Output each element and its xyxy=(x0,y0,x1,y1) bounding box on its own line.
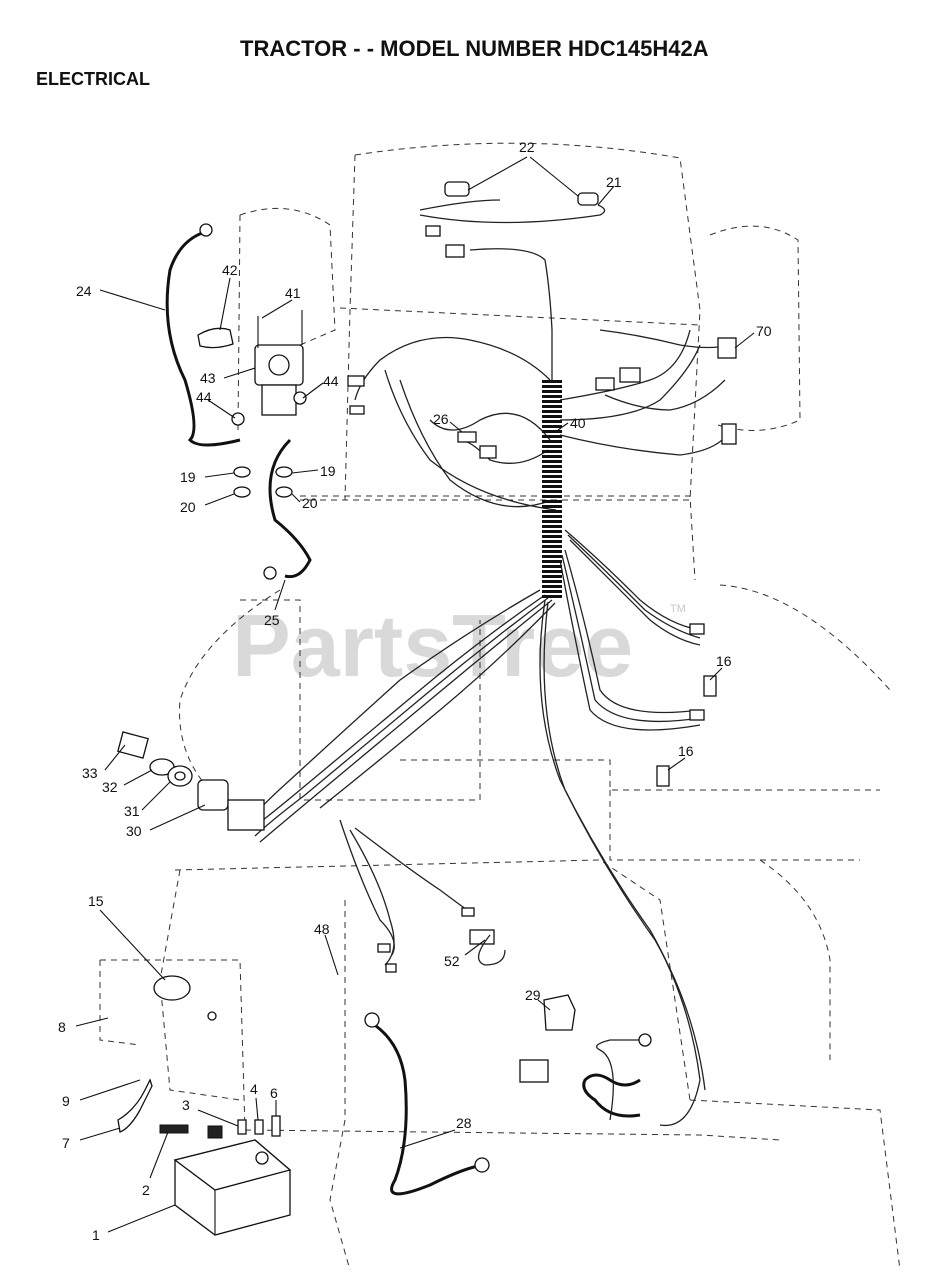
callout-42: 42 xyxy=(222,262,238,278)
callout-33: 33 xyxy=(82,765,98,781)
callout-41: 41 xyxy=(285,285,301,301)
wiring-harness xyxy=(244,199,731,1127)
ignition-switch xyxy=(117,731,265,831)
page-title: TRACTOR - - MODEL NUMBER HDC145H42A xyxy=(240,36,709,61)
callout-3: 3 xyxy=(182,1097,190,1113)
tractor-outline xyxy=(99,142,901,1271)
callout-16: 16 xyxy=(716,653,732,669)
callout-32: 32 xyxy=(102,779,118,795)
callout-21: 21 xyxy=(606,174,622,190)
callout-70: 70 xyxy=(756,323,772,339)
callout-8: 8 xyxy=(58,1019,66,1035)
cable-terminal-ring xyxy=(638,1033,652,1047)
callout-24: 24 xyxy=(76,283,92,299)
callout-2: 2 xyxy=(142,1182,150,1198)
section-title: ELECTRICAL xyxy=(36,69,150,89)
callout-26: 26 xyxy=(433,411,449,427)
callout-19: 19 xyxy=(320,463,336,479)
cable-terminal-ring xyxy=(364,1012,380,1028)
battery xyxy=(173,1125,292,1236)
callout-20: 20 xyxy=(180,499,196,515)
callout-44: 44 xyxy=(323,373,339,389)
callout-20: 20 xyxy=(302,495,318,511)
battery-cables xyxy=(165,230,650,1196)
callout-4: 4 xyxy=(250,1081,258,1097)
callout-43: 43 xyxy=(200,370,216,386)
battery-hardware xyxy=(117,1078,281,1137)
callout-22: 22 xyxy=(519,139,535,155)
callout-16: 16 xyxy=(678,743,694,759)
callout-15: 15 xyxy=(88,893,104,909)
callout-6: 6 xyxy=(270,1085,278,1101)
callout-28: 28 xyxy=(456,1115,472,1131)
solenoid xyxy=(197,310,307,498)
watermark: PartsTree xyxy=(232,596,633,695)
headlights xyxy=(425,181,599,258)
starter-motor xyxy=(153,975,217,1021)
callout-48: 48 xyxy=(314,921,330,937)
callout-7: 7 xyxy=(62,1135,70,1151)
callout-19: 19 xyxy=(180,469,196,485)
seat-switch xyxy=(543,994,576,1031)
callout-44: 44 xyxy=(196,389,212,405)
callout-9: 9 xyxy=(62,1093,70,1109)
callout-31: 31 xyxy=(124,803,140,819)
cable-terminal-ring xyxy=(474,1157,490,1173)
callout-40: 40 xyxy=(570,415,586,431)
connectors xyxy=(347,337,737,1083)
fuse-loop xyxy=(478,934,506,966)
callout-29: 29 xyxy=(525,987,541,1003)
callout-25: 25 xyxy=(264,612,280,628)
cable-terminal-ring xyxy=(199,223,213,237)
watermark-trademark: TM xyxy=(670,603,686,615)
callout-30: 30 xyxy=(126,823,142,839)
callout-52: 52 xyxy=(444,953,460,969)
leader-lines xyxy=(75,156,755,1233)
callout-labels: 22 21 24 42 41 70 43 44 44 40 26 19 19 2… xyxy=(58,139,772,1243)
cable-terminal-ring xyxy=(263,566,277,580)
callout-1: 1 xyxy=(92,1227,100,1243)
